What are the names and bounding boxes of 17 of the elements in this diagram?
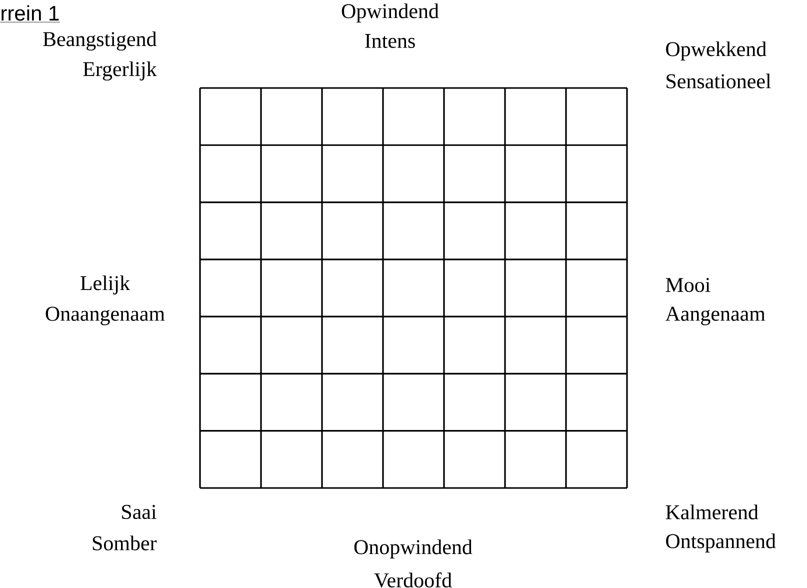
axis-label: Beangstigend xyxy=(43,31,157,51)
axis-label: Sensationeel xyxy=(666,74,771,88)
axis-label: Intens xyxy=(365,34,415,48)
axis-label: Kalmerend xyxy=(666,504,758,520)
axis-label: Lelijk xyxy=(80,275,130,295)
axis-label: Ergerlijk xyxy=(83,61,157,81)
axis-label: Onopwindend xyxy=(354,539,472,558)
title: rrein 1 xyxy=(0,5,60,22)
axis-label: Saai xyxy=(122,504,156,520)
axis-label: Ontspannend xyxy=(666,533,776,553)
axis-label: Somber xyxy=(92,536,157,550)
axis-label: Mooi xyxy=(666,278,710,292)
axis-label: Opwekkend xyxy=(666,41,766,61)
axis-label: Verdoofd xyxy=(374,572,452,588)
axis-label: Opwindend xyxy=(342,3,439,23)
axis-label: Aangenaam xyxy=(665,306,766,326)
axis-label: Onaangenaam xyxy=(46,306,165,326)
